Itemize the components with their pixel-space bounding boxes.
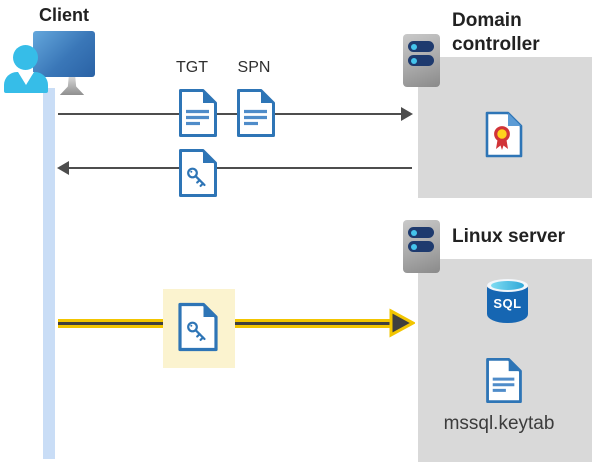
sql-database-icon: SQL xyxy=(487,279,528,323)
domain-controller-label: Domain controller xyxy=(452,10,540,55)
response-arrow-head xyxy=(57,161,69,175)
spn-document-icon xyxy=(237,89,275,137)
key-document-icon xyxy=(179,149,217,197)
certificate-icon xyxy=(485,111,523,158)
keytab-document-icon xyxy=(486,357,522,404)
spn-label: SPN xyxy=(237,59,271,76)
client-person-icon xyxy=(13,45,38,70)
tgt-label: TGT xyxy=(176,59,208,76)
client-monitor-icon xyxy=(33,31,95,77)
request-arrow-head xyxy=(401,107,413,121)
keytab-auth-arrow-head xyxy=(389,308,415,338)
sql-badge: SQL xyxy=(493,296,522,311)
keytab-filename-label: mssql.keytab xyxy=(443,413,555,434)
linux-server-label: Linux server xyxy=(452,226,565,247)
client-monitor-stand xyxy=(59,76,85,95)
highlighted-key-document-icon xyxy=(178,302,218,352)
tgt-document-icon xyxy=(179,89,217,137)
domain-controller-server-icon xyxy=(403,34,440,87)
client-label: Client xyxy=(38,5,89,25)
linux-server-icon xyxy=(403,220,440,273)
request-arrow-line xyxy=(58,113,404,115)
client-lifeline xyxy=(43,88,55,459)
response-arrow-line xyxy=(68,167,412,169)
